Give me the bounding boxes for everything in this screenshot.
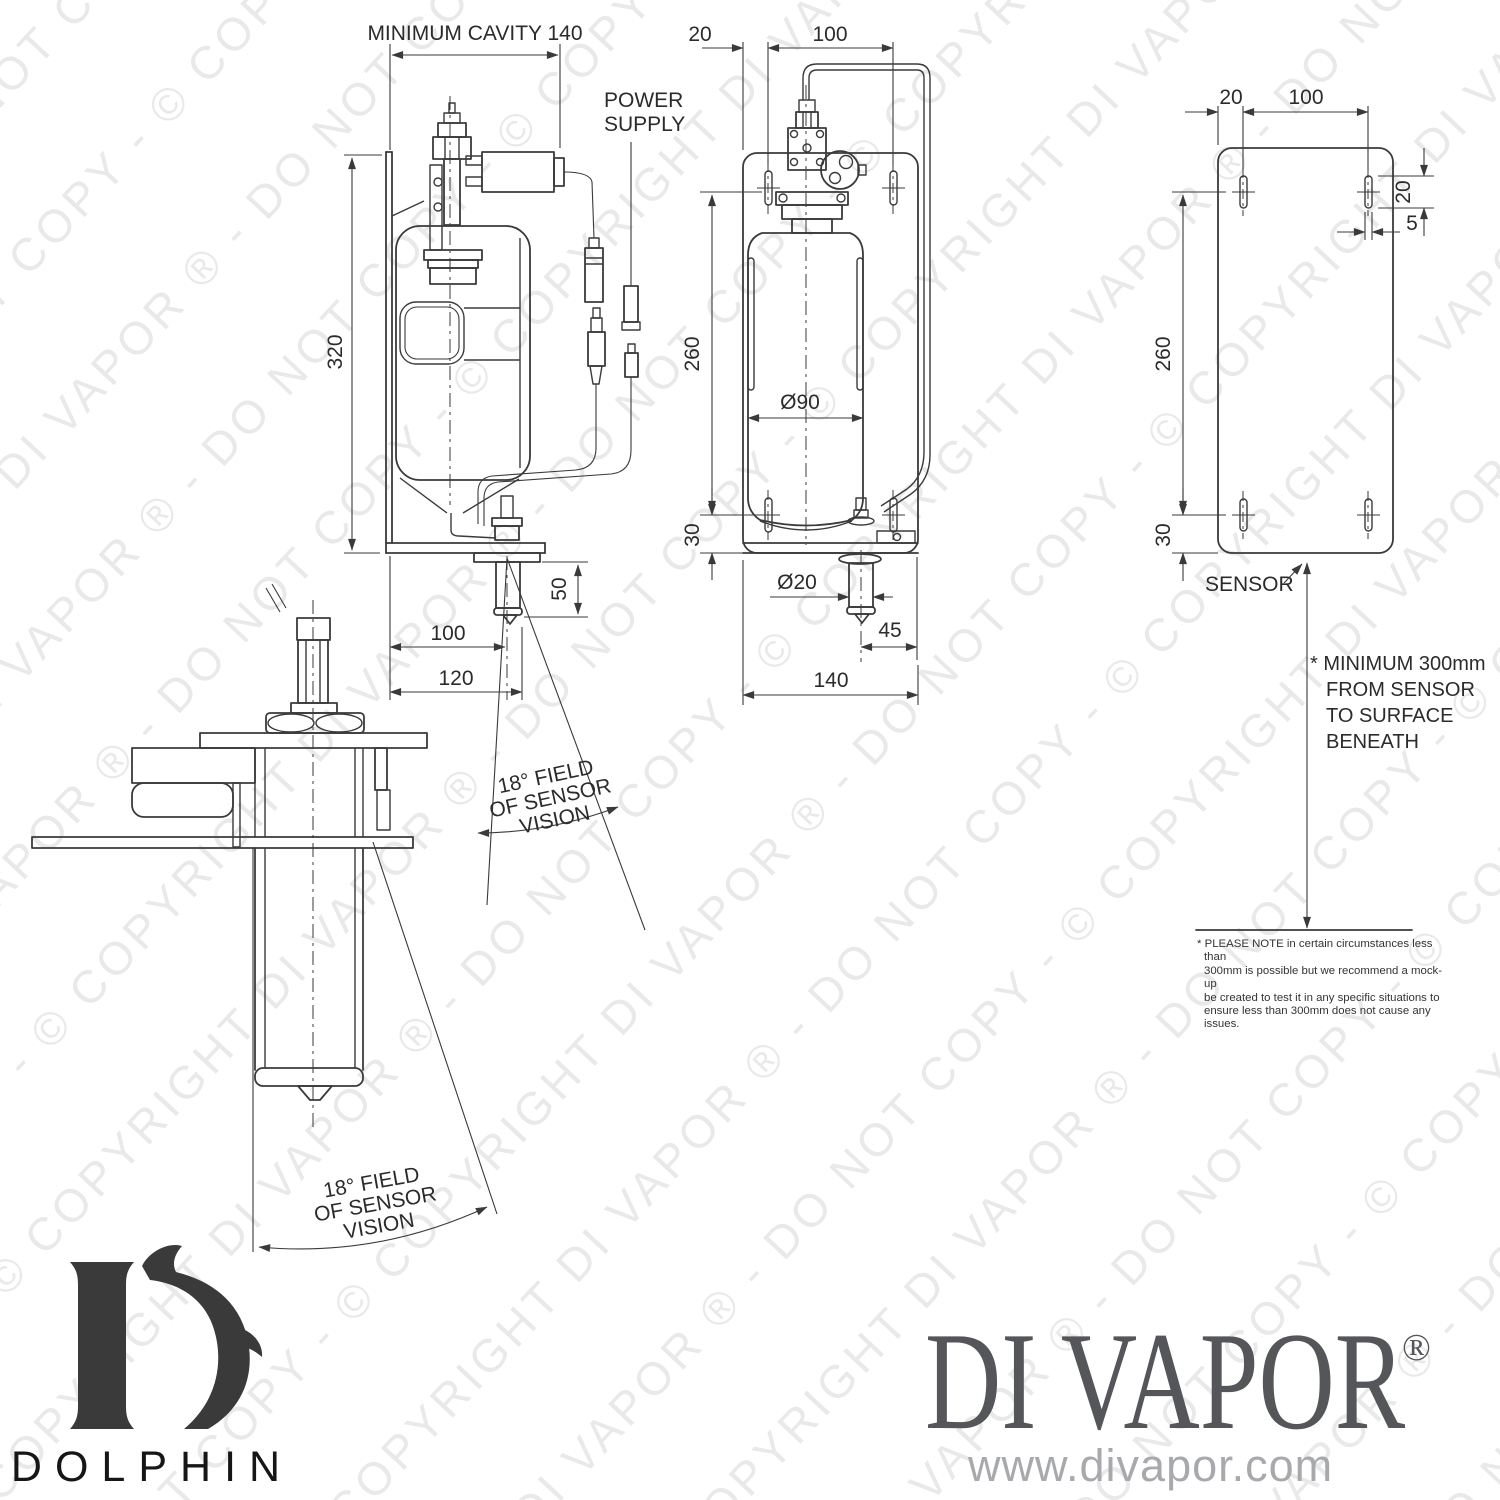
- dim-140: 140: [813, 669, 848, 692]
- website-url: www.divapor.com: [967, 1440, 1333, 1491]
- bracket-detail: [131, 732, 428, 848]
- mounting-plate: [1217, 147, 1394, 554]
- motor-housing-circle: [820, 150, 860, 190]
- dispense-tube-front: [802, 63, 931, 513]
- dim-30-front: 30: [681, 523, 704, 546]
- soap-bottle-side: [395, 225, 531, 539]
- soap-bottle-front: [747, 85, 864, 545]
- divapor-wordmark: DI VAPOR: [925, 1304, 1405, 1459]
- front-view: 20 100: [681, 23, 931, 705]
- pump-head-front: [775, 99, 867, 234]
- dim-20-front: 20: [688, 23, 711, 46]
- dim-20-plate-top: 20: [1219, 86, 1242, 109]
- spout-front: [838, 550, 882, 662]
- dim-260-plate: 260: [1152, 336, 1175, 371]
- sensor-vision-cone-side: 18° FIELD OF SENSOR VISION: [477, 557, 646, 931]
- sensor-callout: SENSOR: [1205, 563, 1303, 596]
- mounting-bracket-side: [385, 151, 546, 554]
- dim-45: 45: [878, 619, 901, 642]
- front-view-dimensions: 260 30 Ø90 Ø20 45 140: [681, 191, 919, 705]
- dolphin-fin: [237, 1330, 263, 1357]
- dim-d20: Ø20: [777, 571, 817, 594]
- front-view-top-dimensions: 20 100: [688, 23, 894, 165]
- sensor-spout-side: [473, 495, 541, 700]
- side-view: MINIMUM CAVITY 140: [324, 22, 685, 931]
- sensor-fitting-detail: [265, 583, 365, 734]
- plate-only-view: 20 100 20 5 260 30: [1152, 86, 1434, 931]
- dim-d90: Ø90: [780, 391, 820, 414]
- dim-320: 320: [324, 334, 347, 369]
- bracket-shelf-front: [742, 497, 919, 554]
- dim-260-front: 260: [681, 336, 704, 371]
- dolphin-logo: DOLPHIN: [11, 1244, 293, 1491]
- dim-20-plate-right: 20: [1392, 180, 1415, 203]
- sensor-label: SENSOR: [1205, 573, 1294, 596]
- spout-detail: [254, 600, 364, 1128]
- please-note-footnote: * PLEASE NOTE in certain circumstances l…: [1197, 938, 1443, 1031]
- counter-surface: [31, 836, 414, 849]
- dim-100-front: 100: [812, 23, 847, 46]
- pump-motor-side: [465, 151, 565, 193]
- registered-trademark-icon: ®: [1402, 1327, 1431, 1369]
- pump-valve-assembly-side: [423, 102, 483, 285]
- divapor-logo: DI VAPOR ® www.divapor.com: [925, 1304, 1431, 1491]
- dolphin-silhouette: [142, 1244, 250, 1429]
- plate-slots: [1232, 168, 1380, 539]
- dolphin-logo-stem: [70, 1262, 134, 1429]
- dim-100-plate: 100: [1288, 86, 1323, 109]
- dolphin-wordmark: DOLPHIN: [11, 1443, 293, 1491]
- dim-100: 100: [430, 622, 465, 645]
- minimum-cavity-label: MINIMUM CAVITY 140: [367, 22, 582, 45]
- sensor-vision-cone-detail: 18° FIELD OF SENSOR VISION: [252, 841, 498, 1252]
- plate-slots-front: [757, 162, 905, 540]
- dim-50: 50: [548, 577, 571, 600]
- dim-30-plate: 30: [1152, 523, 1175, 546]
- detail-view: 18° FIELD OF SENSOR VISION: [31, 583, 498, 1252]
- cables-and-connectors: [477, 142, 641, 526]
- min-distance-dimension: [1195, 562, 1413, 931]
- dim-120: 120: [438, 667, 473, 690]
- dim-5-plate: 5: [1406, 212, 1418, 235]
- plate-view-dimensions: 20 100 20 5 260 30: [1152, 86, 1434, 581]
- minimum-distance-note: * MINIMUM 300mm FROM SENSOR TO SURFACE B…: [1310, 653, 1486, 753]
- power-supply-label-line2: SUPPLY: [604, 113, 685, 136]
- side-view-dimensions: 320 50 100 120: [324, 154, 588, 700]
- power-supply-label-line1: POWER: [604, 89, 683, 112]
- mounting-plate-front: [742, 152, 919, 554]
